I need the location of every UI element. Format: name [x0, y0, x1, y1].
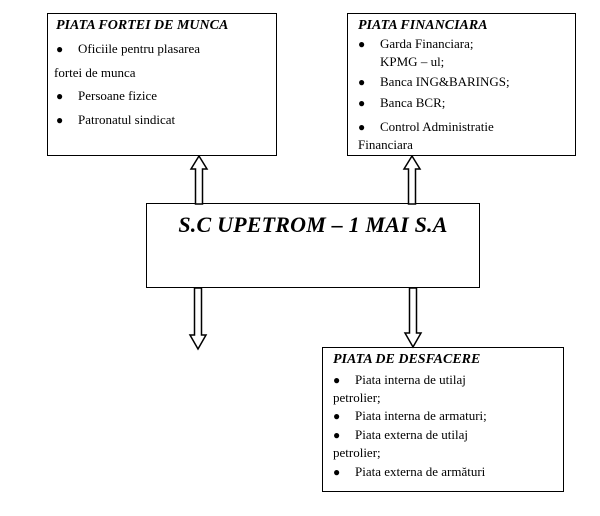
box-piata-de-desfacere: PIATA DE DESFACERE ● Piata interna de uti…: [322, 347, 564, 492]
bullet-icon: ●: [358, 37, 366, 51]
list-item-continuation: fortei de munca: [54, 65, 136, 80]
item-text: Oficiile pentru plasarea: [78, 41, 200, 56]
box-piata-financiara: PIATA FINANCIARA ● Garda Financiara; KPMG…: [347, 13, 576, 156]
bullet-icon: ●: [358, 75, 366, 89]
list-item-continuation: petrolier;: [333, 445, 381, 460]
arrow-up-icon: [402, 155, 422, 205]
item-text: Control Administratie: [380, 119, 494, 134]
bullet-icon: ●: [333, 409, 341, 423]
company-box: S.C UPETROM – 1 MAI S.A: [146, 203, 480, 288]
list-item: ● Piata externa de utilaj: [333, 427, 553, 443]
bullet-icon: ●: [333, 465, 341, 479]
box-piata-fortei-de-munca: PIATA FORTEI DE MUNCA ● Oficiile pentru p…: [47, 13, 277, 156]
box-title: PIATA DE DESFACERE: [333, 352, 481, 367]
list-item: ● Oficiile pentru plasarea: [56, 41, 268, 57]
list-item-continuation: Financiara: [358, 137, 413, 152]
list-item: ● Piata interna de utilaj: [333, 372, 553, 388]
box-title: PIATA FORTEI DE MUNCA: [56, 18, 229, 33]
item-text: Banca BCR;: [380, 95, 446, 110]
box-title: PIATA FINANCIARA: [358, 18, 488, 33]
list-item: ● Persoane fizice: [56, 88, 268, 104]
company-title: S.C UPETROM – 1 MAI S.A: [178, 212, 448, 237]
bullet-icon: ●: [56, 42, 64, 56]
list-item: ● Patronatul sindicat: [56, 112, 268, 128]
list-item: ● Piata interna de armaturi;: [333, 408, 553, 424]
bullet-icon: ●: [358, 120, 366, 134]
item-text: Patronatul sindicat: [78, 112, 176, 127]
list-item-continuation: petrolier;: [333, 390, 381, 405]
bullet-icon: ●: [358, 96, 366, 110]
item-text: Persoane fizice: [78, 88, 158, 103]
list-item: ● Banca ING&BARINGS;: [358, 74, 565, 90]
list-item: ● Control Administratie: [358, 119, 565, 135]
item-text: Piata interna de armaturi;: [355, 408, 487, 423]
bullet-icon: ●: [333, 373, 341, 387]
arrow-down-icon: [188, 287, 208, 351]
arrow-down-icon: [403, 287, 423, 349]
list-item: ● Piata externa de armături: [333, 464, 553, 480]
bullet-icon: ●: [56, 113, 64, 127]
list-item: ● Banca BCR;: [358, 95, 565, 111]
item-text: Piata externa de armături: [355, 464, 486, 479]
list-item: ● Garda Financiara;: [358, 36, 565, 52]
list-item-continuation: KPMG – ul;: [380, 54, 445, 69]
item-text: Piata interna de utilaj: [355, 372, 466, 387]
arrow-up-icon: [189, 155, 209, 205]
item-text: Piata externa de utilaj: [355, 427, 468, 442]
item-text: Garda Financiara;: [380, 36, 474, 51]
bullet-icon: ●: [333, 428, 341, 442]
item-text: Banca ING&BARINGS;: [380, 74, 510, 89]
bullet-icon: ●: [56, 89, 64, 103]
